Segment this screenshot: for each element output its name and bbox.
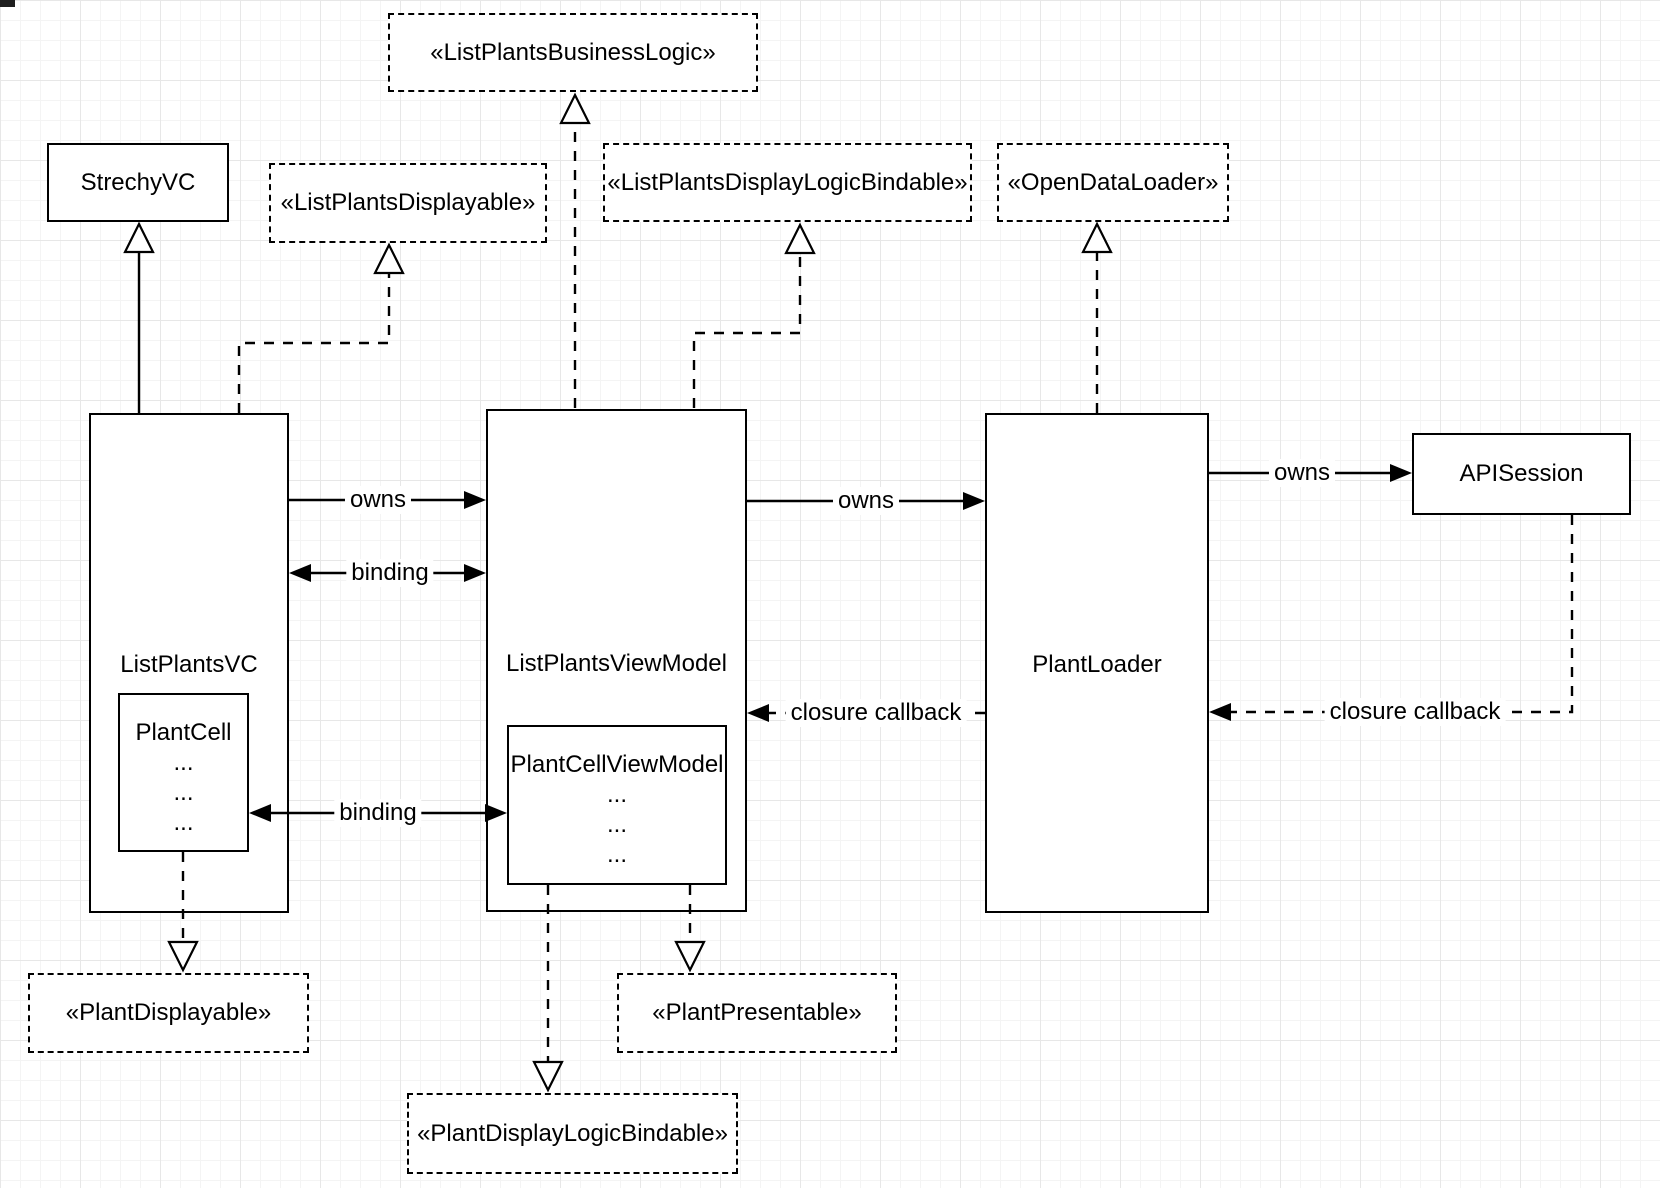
node-label: «OpenDataLoader» [1007, 168, 1219, 196]
hollow-triangle-icon [674, 940, 706, 973]
edge-closure-apisession-plantloader[interactable] [1209, 515, 1574, 721]
edge-label-binding[interactable]: binding [334, 799, 422, 827]
node-label: «PlantPresentable» [652, 999, 862, 1026]
edge-realize-listplantsvc-displayable[interactable] [237, 242, 405, 413]
filled-arrowhead-icon [963, 492, 985, 510]
node-plant-cell[interactable]: PlantCell ... ... ... [118, 693, 249, 852]
node-plant-loader[interactable]: PlantLoader [985, 413, 1209, 913]
edge-label-owns[interactable]: owns [344, 486, 412, 514]
filled-arrowhead-icon [464, 491, 486, 509]
node-label: «ListPlantsDisplayLogicBindable» [607, 168, 968, 196]
hollow-triangle-icon [123, 221, 155, 254]
edge-label-owns[interactable]: owns [832, 487, 900, 515]
hollow-triangle-icon [532, 1060, 564, 1093]
node-label: PlantCellViewModel [510, 751, 724, 778]
node-label: ListPlantsVC [120, 651, 258, 678]
node-plant-cell-view-model[interactable]: PlantCellViewModel ... ... ... [507, 725, 727, 885]
node-label: «PlantDisplayable» [65, 999, 272, 1026]
hollow-triangle-icon [559, 92, 591, 125]
filled-arrowhead-icon [485, 804, 507, 822]
filled-arrowhead-icon [1390, 464, 1412, 482]
ellipsis-row: ... [606, 811, 627, 838]
edge-inherit-listplantsvc-strechyvc[interactable] [123, 221, 155, 413]
hollow-triangle-icon [1081, 221, 1113, 254]
hollow-triangle-icon [784, 222, 816, 255]
filled-arrowhead-icon [249, 804, 271, 822]
node-label: ListPlantsViewModel [505, 650, 727, 677]
edge-realize-plantloader-opendataloader[interactable] [1081, 221, 1113, 413]
node-api-session[interactable]: APISession [1412, 433, 1631, 515]
node-label: «ListPlantsBusinessLogic» [430, 38, 716, 66]
node-strechy-vc[interactable]: StrechyVC [47, 143, 229, 222]
protocol-plant-displayable[interactable]: «PlantDisplayable» [28, 973, 309, 1053]
node-label: «ListPlantsDisplayable» [280, 189, 536, 216]
filled-arrowhead-icon [747, 704, 769, 722]
protocol-list-plants-business-logic[interactable]: «ListPlantsBusinessLogic» [388, 13, 758, 92]
edge-label-closure-callback[interactable]: closure callback [1324, 698, 1506, 726]
node-label: APISession [1459, 460, 1584, 487]
node-label: StrechyVC [80, 168, 196, 196]
protocol-plant-presentable[interactable]: «PlantPresentable» [617, 973, 897, 1053]
screen-corner-artifact [0, 0, 15, 7]
node-label: PlantLoader [1032, 651, 1162, 678]
edge-realize-viewmodel-displaylogicbindable[interactable] [692, 222, 816, 408]
edge-realize-viewmodel-businesslogic[interactable] [559, 92, 591, 408]
ellipsis-row: ... [606, 841, 627, 868]
filled-arrowhead-icon [1209, 703, 1231, 721]
hollow-triangle-icon [167, 940, 199, 973]
edge-realize-plantcell-plantdisplayable[interactable] [167, 852, 199, 973]
protocol-list-plants-display-logic-bindable[interactable]: «ListPlantsDisplayLogicBindable» [603, 143, 972, 222]
protocol-plant-display-logic-bindable[interactable]: «PlantDisplayLogicBindable» [407, 1093, 738, 1174]
edge-realize-cellviewmodel-plantdisplaylogicbindable[interactable] [532, 885, 564, 1093]
ellipsis-row: ... [173, 749, 194, 776]
edge-label-owns[interactable]: owns [1268, 459, 1336, 487]
node-label: PlantCell [135, 719, 232, 746]
filled-arrowhead-icon [289, 564, 311, 582]
filled-arrowhead-icon [464, 564, 486, 582]
edge-label-binding[interactable]: binding [346, 559, 434, 587]
hollow-triangle-icon [373, 242, 405, 275]
node-label: «PlantDisplayLogicBindable» [417, 1119, 728, 1147]
ellipsis-row: ... [606, 781, 627, 808]
ellipsis-row: ... [173, 809, 194, 836]
protocol-open-data-loader[interactable]: «OpenDataLoader» [997, 143, 1229, 222]
protocol-list-plants-displayable[interactable]: «ListPlantsDisplayable» [269, 163, 547, 243]
edge-realize-cellviewmodel-plantpresentable[interactable] [674, 885, 706, 973]
ellipsis-row: ... [173, 779, 194, 806]
edge-label-closure-callback[interactable]: closure callback [785, 699, 967, 727]
